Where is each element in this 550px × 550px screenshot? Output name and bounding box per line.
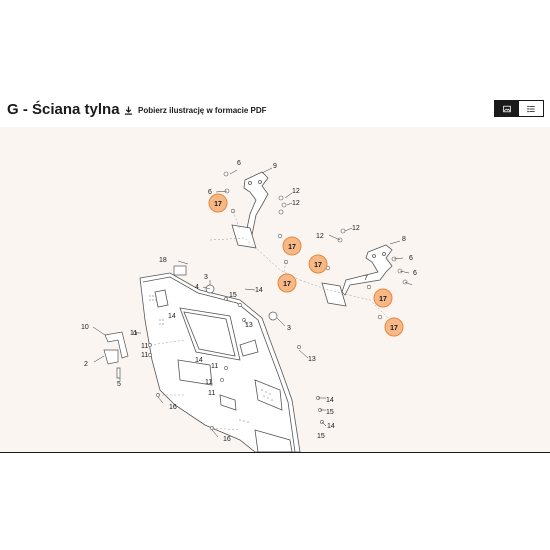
highlight-17[interactable]: 17: [308, 254, 328, 274]
small-parts: [103, 265, 278, 379]
download-pdf-link[interactable]: Pobierz ilustrację w formacie PDF: [124, 106, 266, 115]
callout-5: 5: [117, 381, 121, 388]
spring-5: [116, 367, 121, 379]
grommet-3b: [268, 311, 278, 321]
callout-14: 14: [168, 313, 176, 320]
hinge-bracket-left: [231, 171, 269, 249]
callout-7: 7: [364, 275, 368, 282]
callout-12: 12: [316, 233, 324, 240]
callout-8: 8: [402, 236, 406, 243]
leader-lines: [92, 167, 413, 438]
callout-4: 4: [195, 284, 199, 291]
callout-9: 9: [273, 163, 277, 170]
highlight-17[interactable]: 17: [384, 317, 404, 337]
callout-3: 3: [287, 325, 291, 332]
callout-6: 6: [413, 270, 417, 277]
exploded-view-diagram: 6 9 6 12 12 12 12 8 7 6 6 18 3 4 15 14 3…: [0, 127, 550, 452]
callout-15: 15: [229, 292, 237, 299]
callout-6: 6: [409, 255, 413, 262]
highlight-17[interactable]: 17: [282, 236, 302, 256]
callout-labels: 6 9 6 12 12 12 12 8 7 6 6 18 3 4 15 14 3…: [81, 160, 417, 443]
highlight-17[interactable]: 17: [208, 193, 228, 213]
list-view-button[interactable]: [519, 101, 543, 116]
svg-text:17: 17: [283, 281, 291, 288]
image-view-button[interactable]: [495, 101, 519, 116]
callout-16: 16: [223, 436, 231, 443]
panel-vent-holes: [149, 295, 273, 423]
callout-13: 13: [308, 356, 316, 363]
hinge-bracket-right: [321, 244, 393, 307]
label-plate-18: [173, 265, 187, 276]
callout-15: 15: [317, 433, 325, 440]
callout-12: 12: [352, 225, 360, 232]
page-title: G - Ściana tylna: [7, 101, 120, 118]
callout-2: 2: [84, 361, 88, 368]
highlight-17[interactable]: 17: [373, 288, 393, 308]
image-icon: [503, 105, 511, 112]
screws: [133, 171, 408, 430]
highlighted-callouts: 17 17 17 17 17 17: [208, 193, 404, 337]
list-icon: [527, 105, 535, 112]
download-icon: [124, 106, 133, 115]
callout-15: 15: [326, 409, 334, 416]
callout-14: 14: [255, 287, 263, 294]
callout-11: 11: [141, 352, 148, 359]
callout-11: 11: [141, 343, 148, 350]
parts-diagram-svg: 6 9 6 12 12 12 12 8 7 6 6 18 3 4 15 14 3…: [81, 160, 417, 452]
latch-10: [104, 331, 129, 359]
svg-text:17: 17: [390, 325, 398, 332]
bottom-divider: [0, 452, 550, 453]
latch-2: [103, 349, 119, 365]
callout-14: 14: [195, 357, 203, 364]
svg-text:17: 17: [379, 296, 387, 303]
callout-11: 11: [130, 330, 137, 337]
callout-16: 16: [169, 404, 177, 411]
callout-14: 14: [326, 397, 334, 404]
callout-6: 6: [208, 189, 212, 196]
callout-6: 6: [237, 160, 241, 167]
callout-10: 10: [81, 324, 89, 331]
rear-wall-panel: [139, 272, 301, 452]
callout-14: 14: [327, 423, 335, 430]
svg-text:17: 17: [214, 201, 222, 208]
callout-11: 11: [211, 363, 218, 370]
callout-18: 18: [159, 257, 167, 264]
svg-text:17: 17: [288, 244, 296, 251]
svg-text:17: 17: [314, 262, 322, 269]
highlight-17[interactable]: 17: [277, 273, 297, 293]
page-header: G - Ściana tylna Pobierz ilustrację w fo…: [0, 97, 550, 127]
callout-12: 12: [292, 200, 300, 207]
callout-11: 11: [208, 390, 215, 397]
view-toggle: [494, 100, 544, 117]
callout-13: 13: [245, 322, 253, 329]
download-pdf-label: Pobierz ilustrację w formacie PDF: [138, 106, 267, 115]
callout-3: 3: [204, 274, 208, 281]
callout-11: 11: [205, 379, 212, 386]
callout-12: 12: [292, 188, 300, 195]
